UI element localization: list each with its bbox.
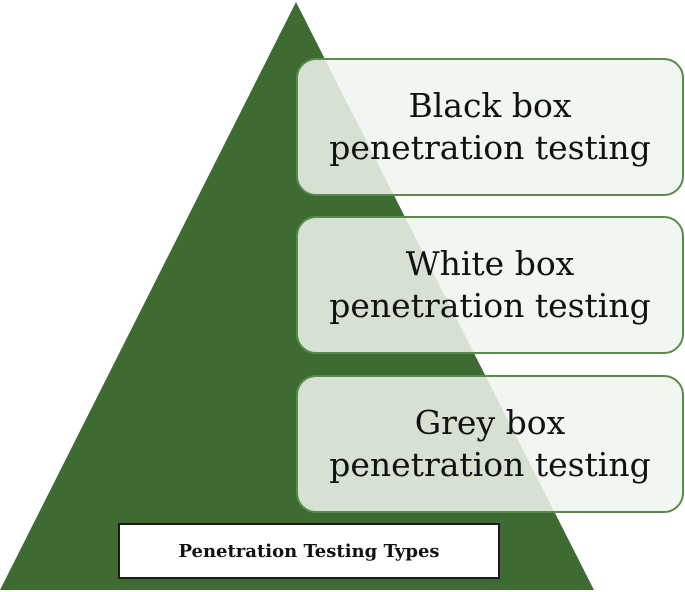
caption-box: Penetration Testing Types xyxy=(118,523,500,579)
caption-text: Penetration Testing Types xyxy=(178,540,440,562)
white-box-testing-box: White box penetration testing xyxy=(296,216,684,354)
black-box-label-line2: penetration testing xyxy=(329,128,651,167)
grey-box-label-line2: penetration testing xyxy=(329,445,651,484)
white-box-label-line2: penetration testing xyxy=(329,286,651,325)
grey-box-testing-box: Grey box penetration testing xyxy=(296,375,684,513)
white-box-label-line1: White box xyxy=(405,244,575,283)
black-box-testing-box: Black box penetration testing xyxy=(296,58,684,196)
black-box-label-line1: Black box xyxy=(408,86,572,125)
grey-box-label-line1: Grey box xyxy=(414,403,566,442)
